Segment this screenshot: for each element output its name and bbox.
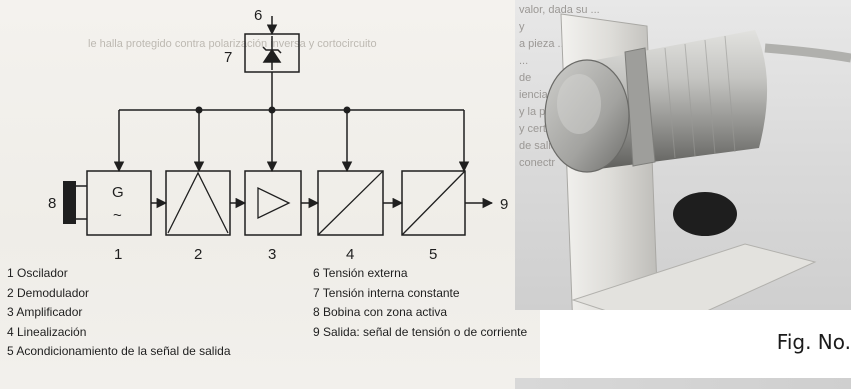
zener-diode-icon [262,36,282,70]
front-nut [624,47,656,167]
mounting-base [571,243,817,310]
legend-item: 6 Tensión externa [313,266,408,280]
inductive-sensor-illustration [544,13,851,310]
label-coil: 8 [48,195,56,212]
oscillator-wave-icon: ~ [113,207,122,224]
linearizer-diagonal-icon [317,170,384,236]
caption-box: Fig. No. [570,313,851,373]
lock-nut [673,192,737,236]
sensing-face [544,59,630,173]
block-number-2: 2 [194,246,202,263]
block-number-3: 3 [268,246,276,263]
legend-item: 3 Amplificador [7,305,83,319]
legend-item: 7 Tensión interna constante [313,285,460,300]
legend-right: 6 Tensión externa 7 Tensión interna cons… [313,264,527,342]
legend-item: 8 Bobina con zona activa [313,305,448,319]
face-highlight [557,74,601,134]
legend-item: 4 Linealización [7,324,87,339]
sensor-photo: valor, dada su ... y a pieza ... ... de … [515,0,851,310]
block-number-1: 1 [114,246,122,263]
block-number-4: 4 [346,246,354,263]
bleed-through-text: le halla protegido contra polarización i… [88,38,377,50]
block-number-5: 5 [429,246,437,263]
oscillator-symbol: G [112,184,124,201]
legend-item: 2 Demodulador [7,285,90,300]
legend-item: 9 Salida: señal de tensión o de corrient… [313,324,528,339]
block-oscillator [86,170,152,236]
label-external-voltage: 6 [254,7,262,24]
coil-icon [63,181,76,224]
block-amplifier [244,170,302,236]
legend-item: 1 Oscilador [7,266,68,280]
label-output: 9 [500,196,508,213]
figure-caption: Fig. No. [776,330,851,354]
legend-item: 5 Acondicionamiento de la señal de salid… [7,344,231,358]
amplifier-triangle-icon [257,186,291,220]
label-internal-voltage: 7 [224,49,232,66]
converter-diagonal-icon [401,170,466,236]
block-diagram: 6 7 8 G ~ 9 1 2 3 4 5 [48,7,508,263]
thread-lines [664,35,736,159]
legend-left: 1 Oscilador 2 Demodulador 3 Amplificador… [7,264,231,362]
demodulator-triangle-icon [167,171,229,234]
sensor-cable [764,43,851,63]
next-image-edge [515,378,851,389]
block-demodulator [165,170,231,236]
